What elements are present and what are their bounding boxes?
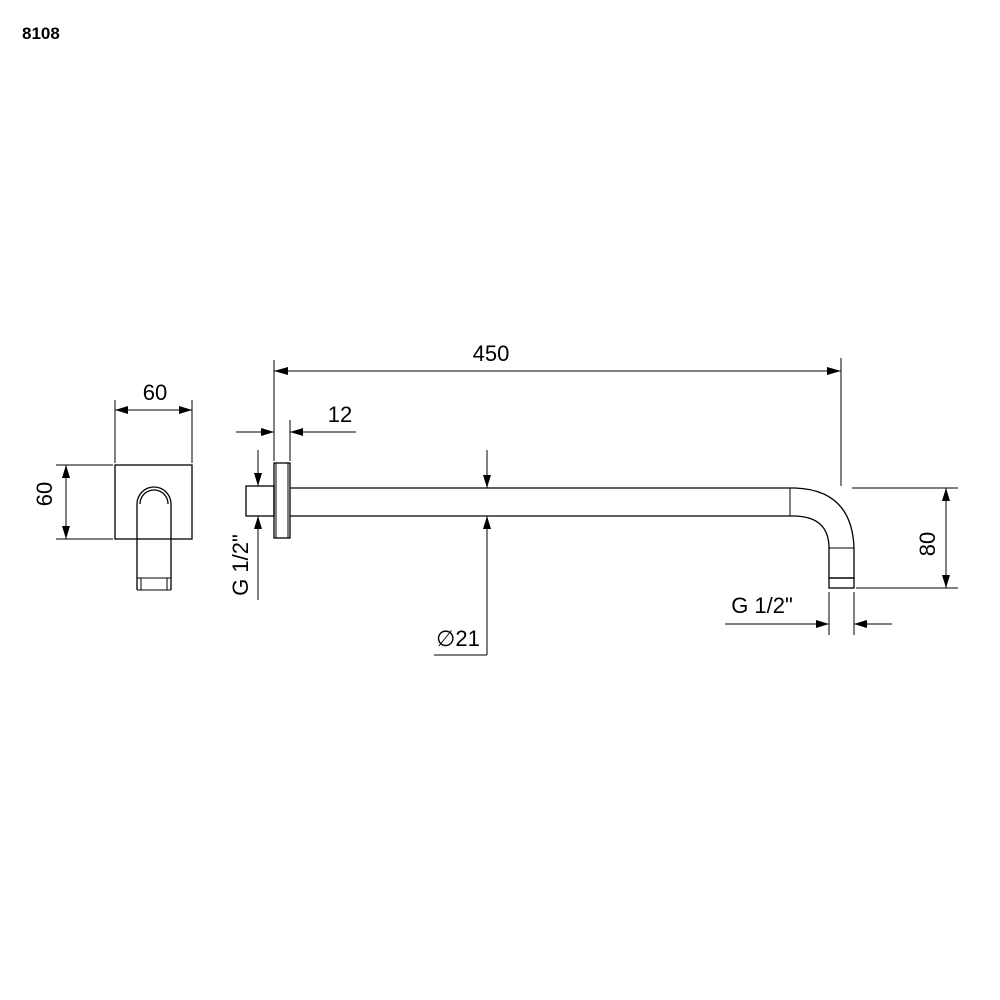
wall-flange	[273, 462, 291, 539]
pipe-diameter-label: ∅21	[436, 626, 480, 651]
drop-height-label: 80	[915, 532, 940, 556]
dim-inlet-thread: G 1/2"	[228, 450, 262, 600]
model-code: 8108	[22, 24, 60, 43]
dim-drop-height: 80	[852, 487, 958, 589]
dim-pipe-diameter: ∅21	[434, 450, 491, 656]
length-label: 450	[473, 341, 510, 366]
shower-arm-pipe	[290, 487, 855, 579]
dim-length: 450	[273, 341, 842, 486]
dim-outlet-thread: G 1/2"	[725, 592, 892, 635]
outlet-thread	[828, 577, 855, 589]
dim-plate-width: 60	[114, 380, 193, 463]
plate-width-label: 60	[143, 380, 167, 405]
inlet-thread-label: G 1/2"	[228, 534, 253, 596]
dim-flange-thickness: 12	[236, 402, 356, 461]
flange-thickness-label: 12	[328, 402, 352, 427]
outlet-thread-label: G 1/2"	[731, 593, 793, 618]
side-view	[245, 462, 855, 589]
inlet-thread-stub	[245, 485, 275, 517]
wall-plate-square	[114, 464, 193, 540]
front-view	[114, 464, 193, 591]
arm-stub-front	[136, 486, 172, 590]
plate-height-label: 60	[32, 482, 57, 506]
dim-plate-height: 60	[32, 464, 113, 540]
